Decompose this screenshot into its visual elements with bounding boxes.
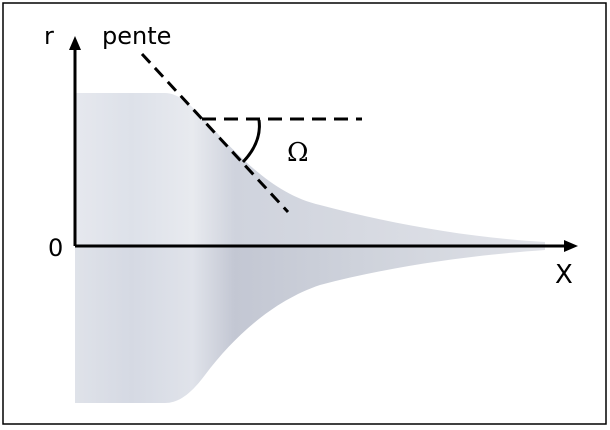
slope-dashed-line [140, 52, 290, 214]
x-axis-label: X [555, 260, 573, 290]
profile-upper-half [75, 93, 545, 246]
angle-arc [241, 119, 261, 164]
x-axis-arrowhead [564, 240, 578, 252]
profile-lower-half [75, 246, 545, 403]
angle-label: Ω [287, 138, 309, 168]
r-axis-arrowhead [69, 36, 81, 50]
slope-label: pente [102, 22, 171, 50]
origin-label: 0 [48, 234, 63, 262]
r-axis-label: r [44, 22, 54, 50]
